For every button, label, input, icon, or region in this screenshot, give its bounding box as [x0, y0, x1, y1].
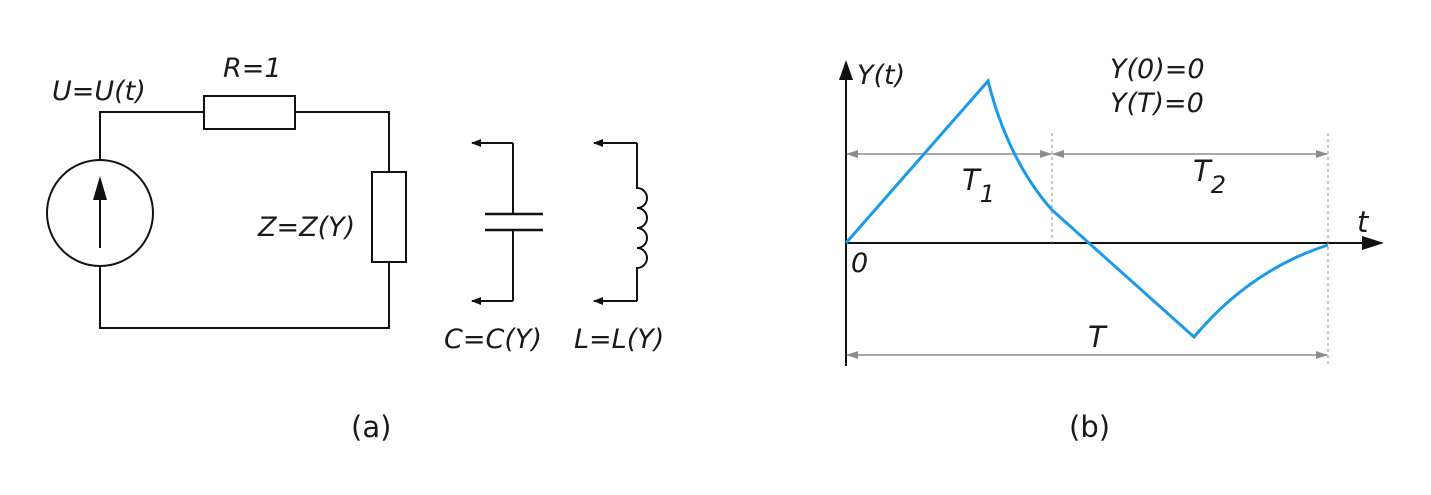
period-label: T [1088, 320, 1108, 354]
initial-condition: Y(0)=0 [1110, 54, 1205, 85]
circuit-wire [99, 111, 390, 329]
capacitor [471, 139, 543, 305]
x-axis-label: t [1357, 205, 1370, 239]
inductor [593, 139, 648, 305]
waveform-curve [844, 77, 1329, 340]
waveform-panel: Y(t) t 0 Y(0)=0 Y(T)=0 T1 T2 T (b) [839, 54, 1384, 444]
resistor-label: R=1 [223, 53, 282, 84]
voltage-source [46, 159, 154, 267]
origin-label: 0 [851, 248, 868, 279]
caption-b: (b) [1069, 410, 1110, 444]
y-axis-arrow [839, 60, 853, 80]
source-label: U=U(t) [52, 76, 146, 107]
impedance [371, 171, 407, 263]
x-axis-arrow [1362, 236, 1384, 250]
source-arrow-head [93, 176, 107, 200]
caption-a: (a) [351, 410, 391, 444]
interval-1-label: T1 [962, 163, 995, 208]
resistor [203, 95, 296, 130]
impedance-label: Z=Z(Y) [257, 212, 355, 243]
interval-2-label: T2 [1193, 154, 1226, 199]
y-axis-label: Y(t) [857, 60, 905, 91]
inductor-label: L=L(Y) [574, 324, 664, 355]
capacitor-label: C=C(Y) [444, 324, 542, 355]
final-condition: Y(T)=0 [1110, 88, 1204, 119]
circuit-panel: U=U(t) R=1 Z=Z(Y) C=C(Y) L=L(Y) (a) [46, 53, 664, 444]
